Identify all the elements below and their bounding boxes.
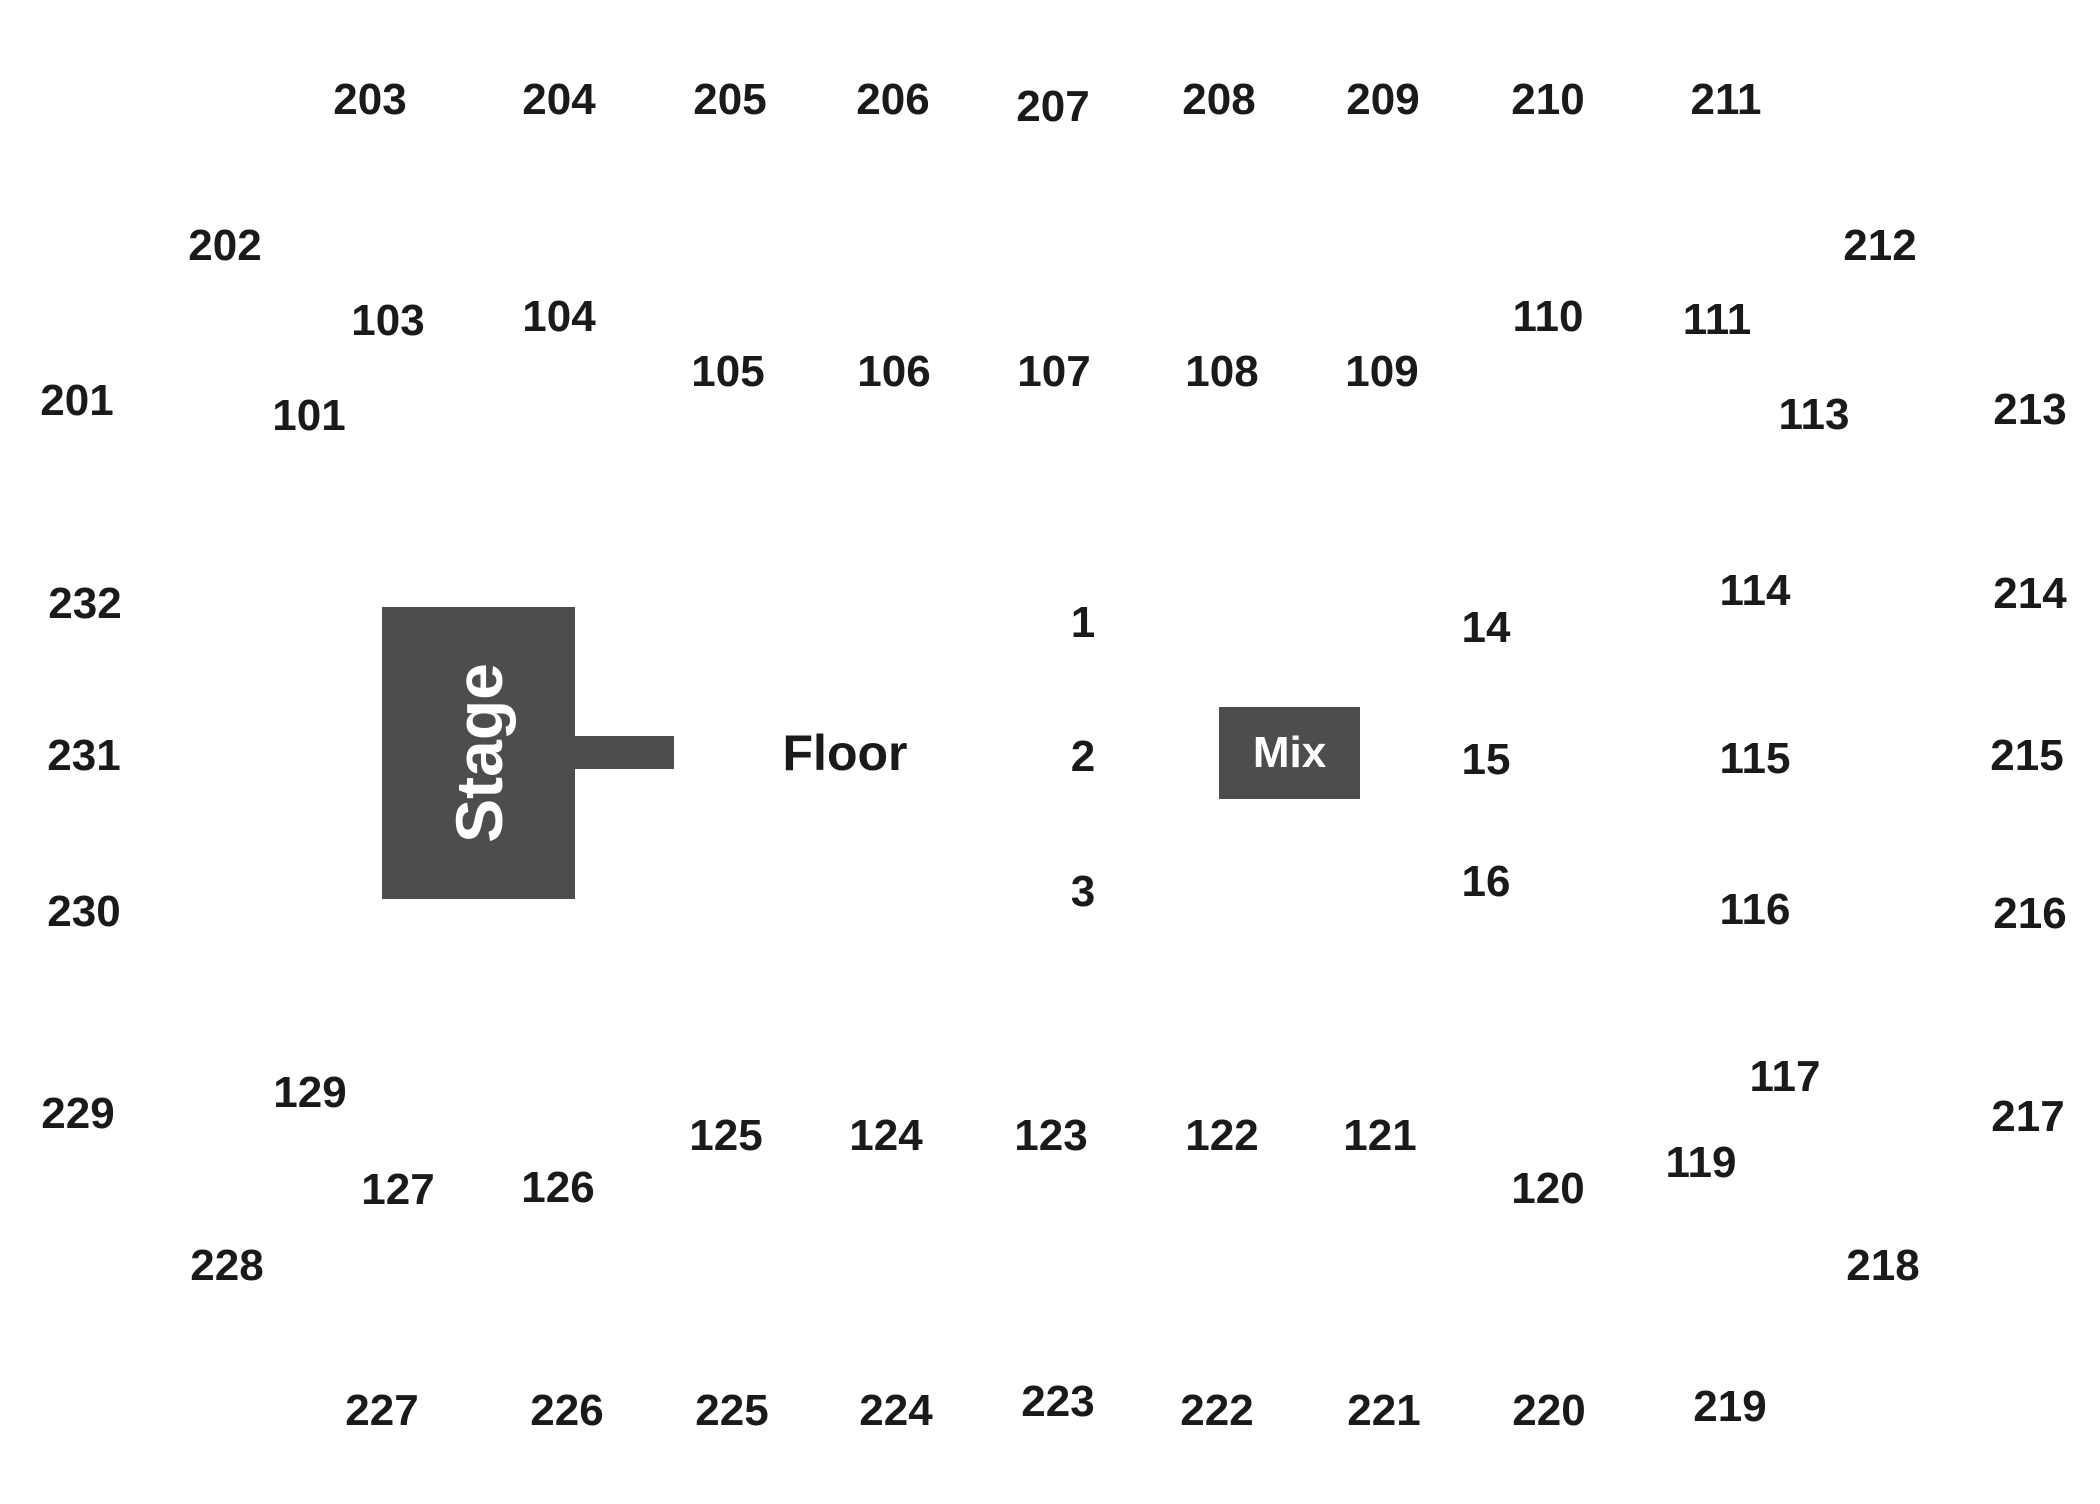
floor-section-16[interactable]: 16 xyxy=(1461,857,1511,906)
floor-section-1[interactable]: 1 xyxy=(1070,598,1096,647)
section-122[interactable]: 122 xyxy=(1185,1111,1259,1160)
section-117[interactable]: 117 xyxy=(1749,1052,1821,1101)
section-115[interactable]: 115 xyxy=(1719,734,1791,783)
section-125[interactable]: 125 xyxy=(689,1111,763,1160)
mix-position: Mix xyxy=(1219,707,1360,799)
section-127[interactable]: 127 xyxy=(361,1165,435,1214)
section-220[interactable]: 220 xyxy=(1512,1386,1586,1435)
section-109[interactable]: 109 xyxy=(1345,347,1419,396)
section-232[interactable]: 232 xyxy=(48,579,122,628)
section-225[interactable]: 225 xyxy=(695,1386,769,1435)
section-107[interactable]: 107 xyxy=(1017,347,1091,396)
stage xyxy=(382,607,575,899)
section-207[interactable]: 207 xyxy=(1016,82,1090,131)
section-106[interactable]: 106 xyxy=(857,347,931,396)
section-209[interactable]: 209 xyxy=(1346,75,1420,124)
stage-runway xyxy=(575,736,674,769)
section-204[interactable]: 204 xyxy=(522,75,596,124)
section-222[interactable]: 222 xyxy=(1180,1386,1254,1435)
floor-section-3[interactable]: 3 xyxy=(1070,867,1096,916)
section-226[interactable]: 226 xyxy=(530,1386,604,1435)
section-103[interactable]: 103 xyxy=(351,296,425,345)
section-101[interactable]: 101 xyxy=(272,391,346,440)
section-214[interactable]: 214 xyxy=(1993,569,2067,618)
section-108[interactable]: 108 xyxy=(1185,347,1259,396)
mix-label: Mix xyxy=(1252,728,1327,777)
section-213[interactable]: 213 xyxy=(1993,385,2067,434)
section-201[interactable]: 201 xyxy=(40,376,114,425)
stage-label: Stage xyxy=(442,663,516,843)
section-114[interactable]: 114 xyxy=(1719,566,1791,615)
section-212[interactable]: 212 xyxy=(1843,221,1917,270)
section-119[interactable]: 119 xyxy=(1665,1138,1737,1187)
section-211[interactable]: 211 xyxy=(1690,75,1762,124)
section-113[interactable]: 113 xyxy=(1778,390,1850,439)
section-224[interactable]: 224 xyxy=(859,1386,933,1435)
section-216[interactable]: 216 xyxy=(1993,889,2067,938)
section-217[interactable]: 217 xyxy=(1991,1092,2065,1141)
section-120[interactable]: 120 xyxy=(1511,1164,1585,1213)
section-203[interactable]: 203 xyxy=(333,75,407,124)
section-110[interactable]: 110 xyxy=(1512,292,1584,341)
section-208[interactable]: 208 xyxy=(1182,75,1256,124)
section-206[interactable]: 206 xyxy=(856,75,930,124)
floor-section-14[interactable]: 14 xyxy=(1461,603,1511,652)
section-129[interactable]: 129 xyxy=(273,1068,347,1117)
section-221[interactable]: 221 xyxy=(1347,1386,1421,1435)
section-219[interactable]: 219 xyxy=(1693,1382,1767,1431)
section-116[interactable]: 116 xyxy=(1719,885,1791,934)
section-229[interactable]: 229 xyxy=(41,1089,115,1138)
section-223[interactable]: 223 xyxy=(1021,1377,1095,1426)
floor-section-15[interactable]: 15 xyxy=(1461,735,1511,784)
section-104[interactable]: 104 xyxy=(522,292,596,341)
section-210[interactable]: 210 xyxy=(1511,75,1585,124)
section-105[interactable]: 105 xyxy=(691,347,765,396)
floor-label[interactable]: Floor xyxy=(782,725,908,781)
section-231[interactable]: 231 xyxy=(47,731,121,780)
section-228[interactable]: 228 xyxy=(190,1241,264,1290)
section-215[interactable]: 215 xyxy=(1990,731,2064,780)
section-205[interactable]: 205 xyxy=(693,75,767,124)
section-111[interactable]: 111 xyxy=(1682,295,1752,344)
section-123[interactable]: 123 xyxy=(1014,1111,1088,1160)
section-230[interactable]: 230 xyxy=(47,887,121,936)
section-218[interactable]: 218 xyxy=(1846,1241,1920,1290)
section-121[interactable]: 121 xyxy=(1343,1111,1417,1160)
section-124[interactable]: 124 xyxy=(849,1111,923,1160)
section-126[interactable]: 126 xyxy=(521,1163,595,1212)
floor-section-2[interactable]: 2 xyxy=(1070,732,1096,781)
section-227[interactable]: 227 xyxy=(345,1386,419,1435)
section-202[interactable]: 202 xyxy=(188,221,262,270)
